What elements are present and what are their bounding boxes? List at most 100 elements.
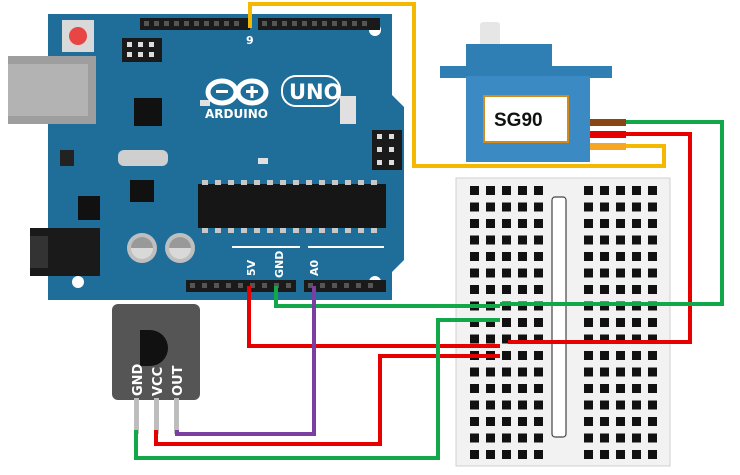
breadboard-hole — [584, 433, 593, 443]
sensor-pin-out: OUT — [171, 365, 186, 396]
breadboard-hole — [502, 186, 511, 195]
breadboard-hole — [518, 400, 527, 410]
breadboard-hole — [502, 400, 511, 410]
servo-label-box — [483, 95, 569, 143]
breadboard-hole — [600, 285, 609, 294]
breadboard-hole — [584, 334, 593, 344]
breadboard-hole — [518, 285, 527, 294]
breadboard-hole — [502, 235, 511, 245]
breadboard-hole — [518, 450, 527, 459]
bottom-header-power-analog — [186, 280, 386, 292]
breadboard-hole — [584, 186, 593, 195]
arduino-uno-board: 9 — [8, 14, 404, 300]
arduino-logo-text: ARDUINO — [205, 107, 268, 121]
breadboard-hole — [600, 252, 609, 261]
breadboard-hole — [648, 285, 657, 294]
breadboard-hole — [648, 351, 657, 360]
breadboard-hole — [518, 219, 527, 228]
sensor-pin-gnd: GND — [131, 363, 146, 396]
arduino-logo: ARDUINO — [205, 78, 269, 121]
breadboard-hole — [534, 318, 543, 327]
wire-sensor-out — [175, 286, 316, 436]
breadboard-hole — [502, 219, 511, 228]
breadboard-hole — [600, 318, 609, 327]
pin-5v-label: 5V — [245, 259, 258, 276]
breadboard-hole — [534, 384, 543, 393]
wire-servo-power — [508, 132, 692, 344]
breadboard-hole — [632, 235, 641, 245]
breadboard-hole — [600, 202, 609, 212]
breadboard-hole — [534, 186, 543, 195]
breadboard-hole — [648, 252, 657, 261]
breadboard-hole — [534, 252, 543, 261]
top-header-digital — [140, 18, 380, 30]
breadboard-hole — [518, 334, 527, 344]
breadboard-hole — [502, 367, 511, 377]
breadboard-hole — [502, 433, 511, 443]
breadboard-hole — [518, 268, 527, 278]
breadboard-hole — [518, 202, 527, 212]
breadboard-hole — [648, 433, 657, 443]
wire-5v — [247, 286, 500, 348]
breadboard-hole — [534, 285, 543, 294]
breadboard-hole — [616, 268, 625, 278]
breadboard-hole — [534, 433, 543, 443]
breadboard-hole — [470, 219, 479, 228]
breadboard-hole — [534, 450, 543, 459]
breadboard-hole — [648, 219, 657, 228]
breadboard-hole — [502, 318, 511, 327]
breadboard-hole — [518, 384, 527, 393]
wire-gnd — [274, 286, 500, 308]
breadboard-hole — [600, 367, 609, 377]
sg90-servo: SG90 — [440, 22, 626, 162]
breadboard-hole — [502, 450, 511, 459]
breadboard-hole — [534, 268, 543, 278]
breadboard-hole — [486, 186, 495, 195]
wire-sensor-gnd — [134, 318, 500, 460]
breadboard-hole — [632, 285, 641, 294]
breadboard-hole — [518, 417, 527, 426]
breadboard-hole — [470, 318, 479, 327]
breadboard-hole — [486, 202, 495, 212]
breadboard-hole — [502, 334, 511, 344]
breadboard-hole — [632, 219, 641, 228]
breadboard-hole — [632, 334, 641, 344]
breadboard-hole — [534, 334, 543, 344]
breadboard-hole — [648, 417, 657, 426]
breadboard-hole — [584, 450, 593, 459]
breadboard-hole — [534, 417, 543, 426]
breadboard-hole — [632, 450, 641, 459]
breadboard-hole — [616, 400, 625, 410]
breadboard-hole — [470, 433, 479, 443]
breadboard-hole — [584, 384, 593, 393]
breadboard-hole — [486, 367, 495, 377]
wire-signal-pin9 — [248, 2, 666, 168]
breadboard-hole — [518, 252, 527, 261]
reset-button — [62, 20, 94, 52]
temperature-sensor: GND VCC OUT — [112, 304, 200, 434]
wire-servo-ground — [500, 120, 724, 306]
breadboard-hole — [600, 400, 609, 410]
breadboard-hole — [600, 417, 609, 426]
breadboard-hole — [534, 367, 543, 377]
breadboard-hole — [648, 367, 657, 377]
breadboard-hole — [584, 252, 593, 261]
breadboard-hole — [632, 318, 641, 327]
breadboard-hole — [470, 417, 479, 426]
breadboard-hole — [600, 384, 609, 393]
breadboard-hole — [534, 219, 543, 228]
breadboard-hole — [632, 400, 641, 410]
breadboard-hole — [486, 285, 495, 294]
breadboard-hole — [470, 202, 479, 212]
breadboard-hole — [486, 400, 495, 410]
breadboard-center-channel — [551, 196, 567, 438]
wires — [134, 2, 724, 460]
breadboard-hole — [632, 202, 641, 212]
breadboard-hole — [470, 252, 479, 261]
breadboard-hole — [470, 384, 479, 393]
breadboard-hole — [518, 433, 527, 443]
breadboard-hole — [470, 400, 479, 410]
breadboard-hole — [502, 384, 511, 393]
breadboard-hole — [470, 186, 479, 195]
